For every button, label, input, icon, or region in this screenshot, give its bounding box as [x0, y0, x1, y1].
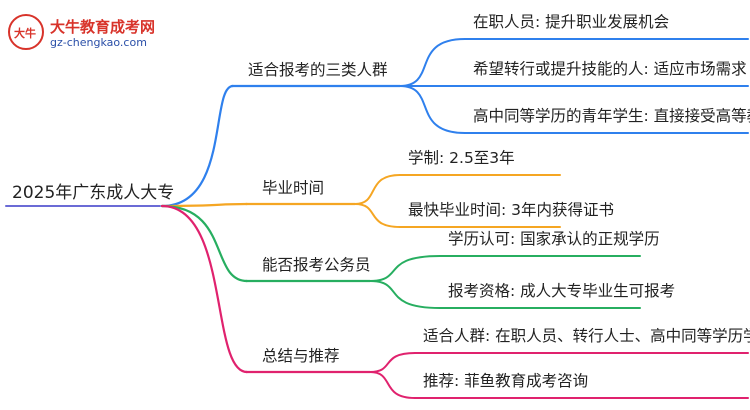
branch-label-2: 毕业时间: [262, 179, 325, 197]
mindmap-root: 2025年广东成人大专: [12, 183, 175, 203]
leaf-label-1-1: 在职人员: 提升职业发展机会: [473, 13, 670, 31]
leaf-label-2-2: 最快毕业时间: 3年内获得证书: [408, 201, 615, 219]
leaf-connector-4-2: [369, 371, 416, 399]
site-logo: 大牛 大牛教育成考网 gz-chengkao.com: [8, 14, 168, 54]
logo-badge-icon: [8, 14, 44, 50]
branch-connector-3: [160, 204, 249, 283]
logo-title: 大牛教育成考网: [50, 18, 156, 36]
leaf-connector-3-2: [369, 280, 441, 309]
branch-label-3: 能否报考公务员: [262, 256, 371, 274]
branch-connector-2: [160, 202, 249, 208]
leaf-label-2-1: 学制: 2.5至3年: [408, 149, 515, 167]
leaf-label-1-2: 希望转行或提升技能的人: 适应市场需求: [473, 60, 747, 78]
branch-label-1: 适合报考的三类人群: [248, 61, 388, 79]
branch-connector-4: [160, 204, 249, 374]
leaf-connector-2-1: [354, 174, 401, 205]
leaf-label-3-1: 学历认可: 国家承认的正规学历: [448, 230, 660, 248]
leaf-connector-3-1: [369, 255, 441, 282]
logo-url: gz-chengkao.com: [50, 36, 147, 49]
leaf-label-1-3: 高中同等学历的青年学生: 直接接受高等教育: [473, 107, 750, 125]
leaf-connector-1-3: [399, 85, 466, 134]
leaf-label-4-2: 推荐: 菲鱼教育成考咨询: [423, 372, 589, 390]
leaf-label-3-2: 报考资格: 成人大专毕业生可报考: [448, 282, 676, 300]
branch-connector-1: [160, 84, 235, 208]
branch-label-4: 总结与推荐: [262, 347, 340, 365]
leaf-label-4-1: 适合人群: 在职人员、转行人士、高中同等学历学生: [423, 327, 750, 345]
logo-badge-glyph: 大牛: [14, 27, 36, 40]
leaf-connector-1-1: [399, 38, 466, 87]
leaf-connector-2-2: [354, 203, 401, 228]
leaf-connector-4-1: [369, 352, 416, 373]
